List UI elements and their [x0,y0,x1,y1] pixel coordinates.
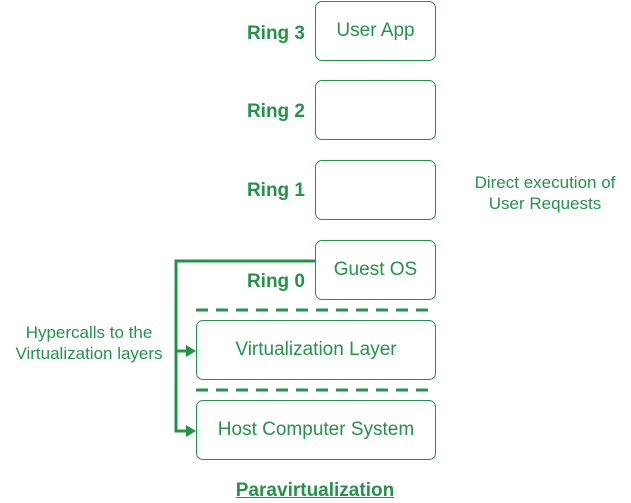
ring-2-label: Ring 2 [246,101,305,122]
arrowhead-host [186,425,196,437]
guest-os-box: Guest OS [315,240,436,300]
ring-1-label: Ring 1 [246,180,305,201]
direct-execution-note: Direct execution of User Requests [455,172,631,214]
ring-0-label: Ring 0 [246,271,305,292]
virtualization-layer-box: Virtualization Layer [196,320,436,380]
hypercalls-line-2: Virtualization layers [15,344,163,363]
hypercalls-note: Hypercalls to the Virtualization layers [2,322,176,364]
host-computer-system-box: Host Computer System [196,400,436,460]
user-app-box: User App [315,1,436,61]
diagram-title: Paravirtualization [235,480,395,501]
ring-3-label: Ring 3 [246,23,305,44]
hypercalls-line-1: Hypercalls to the [25,323,153,342]
hypercall-path [174,259,315,433]
ring-1-box [315,160,436,220]
direct-execution-line-1: Direct execution of [474,173,616,192]
direct-execution-line-2: User Requests [488,194,602,213]
ring-2-box [315,80,436,140]
arrowhead-virtualization [186,345,196,357]
